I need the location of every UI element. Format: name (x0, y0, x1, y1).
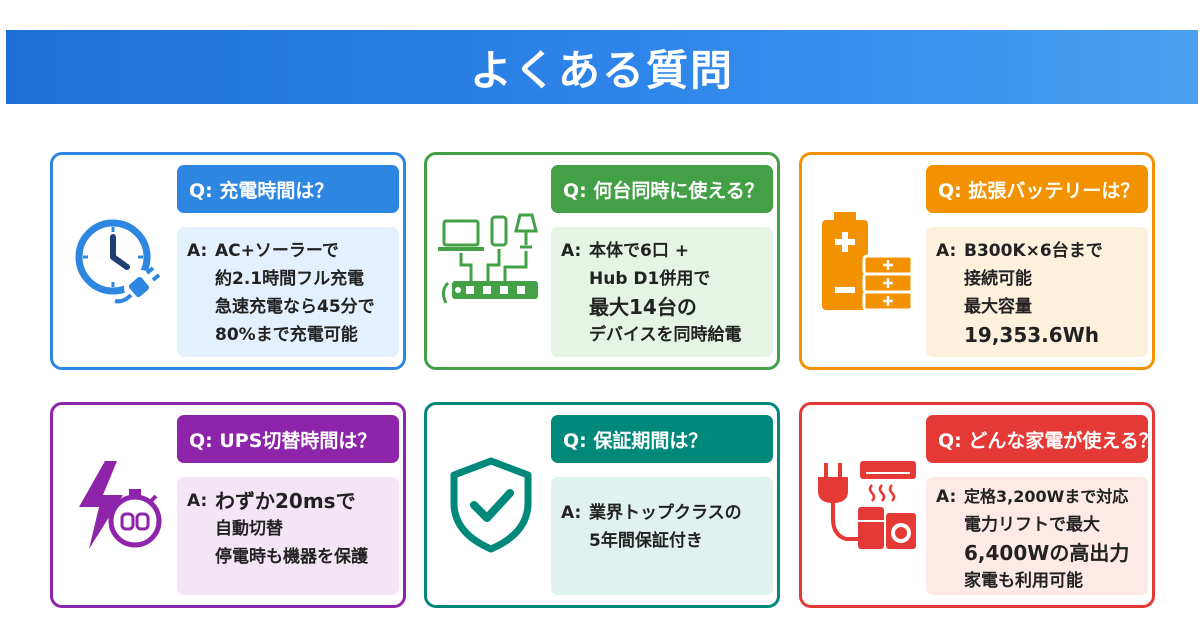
answer-box: A: B300K×6台まで 接続可能 最大容量 19,353.6Wh (926, 227, 1148, 357)
battery-stack-icon (802, 155, 930, 367)
devices-power-strip-icon (427, 155, 555, 367)
answer-prefix: A: (561, 241, 582, 261)
faq-card-appliances: Q: どんな家電が使える？ A: 定格3,200Wまで対応 電力リフトで最大 6,… (799, 402, 1155, 608)
plug-appliances-icon (802, 405, 930, 605)
answer-line: 19,353.6Wh (964, 323, 1099, 347)
answer-prefix: A: (936, 487, 957, 507)
answer-line: 自動切替 (215, 519, 283, 539)
answer-line: 本体で6口 + (589, 241, 689, 261)
answer-line: 6,400Wの高出力 (964, 541, 1130, 565)
answer-prefix: A: (561, 503, 582, 523)
question-label: Q: 何台同時に使える？ (551, 165, 773, 213)
answer-line: 約2.1時間フル充電 (215, 269, 365, 289)
answer-line: B300K×6台まで (964, 241, 1103, 261)
faq-card-warranty: Q: 保証期間は？ A: 業界トップクラスの 5年間保証付き (424, 402, 780, 608)
answer-line: 80%まで充電可能 (215, 325, 358, 345)
question-label: Q: 充電時間は？ (177, 165, 399, 213)
answer-prefix: A: (187, 491, 208, 511)
answer-line: 停電時も機器を保護 (215, 547, 368, 567)
lightning-stopwatch-icon (53, 405, 181, 605)
answer-line: 家電も利用可能 (964, 571, 1083, 591)
page-title: よくある質問 (469, 45, 734, 95)
answer-line: 電力リフトで最大 (964, 515, 1100, 535)
answer-box: A: 業界トップクラスの 5年間保証付き (551, 477, 773, 595)
answer-line: 定格3,200Wまで対応 (964, 487, 1129, 506)
answer-prefix: A: (936, 241, 957, 261)
clock-plug-icon (53, 155, 181, 367)
question-label: Q: どんな家電が使える？ (926, 415, 1152, 463)
question-label: Q: 保証期間は？ (551, 415, 773, 463)
answer-line: わずか20msで (215, 489, 356, 513)
question-label: Q: UPS切替時間は？ (177, 415, 399, 463)
answer-line: AC+ソーラーで (215, 241, 339, 261)
faq-card-ups-switch: Q: UPS切替時間は？ A: わずか20msで 自動切替 停電時も機器を保護 (50, 402, 406, 608)
question-label: Q: 拡張バッテリーは？ (926, 165, 1148, 213)
answer-line: デバイスを同時給電 (589, 325, 742, 345)
faq-card-charging-time: Q: 充電時間は？ A: AC+ソーラーで 約2.1時間フル充電 急速充電なら45… (50, 152, 406, 370)
answer-box: A: 定格3,200Wまで対応 電力リフトで最大 6,400Wの高出力 家電も利用… (926, 477, 1148, 595)
answer-line: 5年間保証付き (589, 531, 703, 551)
answer-box: A: AC+ソーラーで 約2.1時間フル充電 急速充電なら45分で 80%まで充電… (177, 227, 399, 357)
answer-box: A: 本体で6口 + Hub D1併用で 最大14台の デバイスを同時給電 (551, 227, 773, 357)
answer-box: A: わずか20msで 自動切替 停電時も機器を保護 (177, 477, 399, 595)
faq-card-simultaneous-devices: Q: 何台同時に使える？ A: 本体で6口 + Hub D1併用で 最大14台の … (424, 152, 780, 370)
answer-line: 接続可能 (964, 269, 1032, 289)
answer-line: Hub D1併用で (589, 269, 711, 289)
answer-prefix: A: (187, 241, 208, 261)
faq-card-expansion-battery: Q: 拡張バッテリーは？ A: B300K×6台まで 接続可能 最大容量 19,3… (799, 152, 1155, 370)
answer-line: 業界トップクラスの (589, 503, 742, 523)
shield-check-icon (427, 405, 555, 605)
answer-line: 最大容量 (964, 297, 1032, 317)
answer-line: 最大14台の (589, 295, 697, 319)
answer-line: 急速充電なら45分で (215, 297, 375, 317)
header-banner: よくある質問 (6, 30, 1198, 104)
